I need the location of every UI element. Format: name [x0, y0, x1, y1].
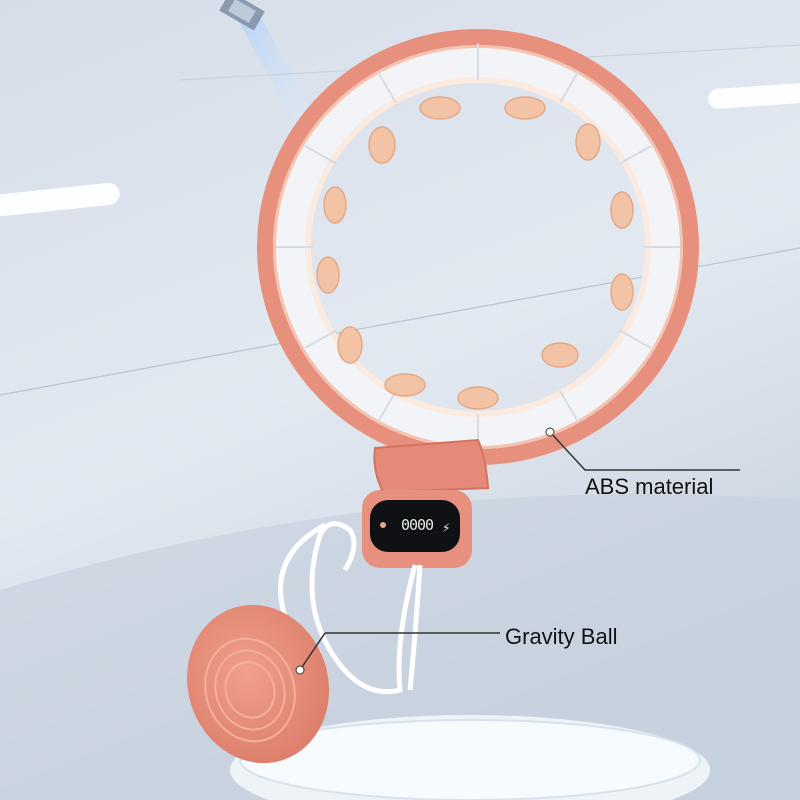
gravity-ball: [186, 604, 330, 764]
callout-abs-material: ABS material: [585, 474, 714, 499]
callout-dot-abs: [545, 427, 555, 437]
display-digits: 0000: [400, 516, 434, 534]
display-screen: [370, 500, 460, 552]
callout-line-abs: [549, 431, 740, 471]
callout-dot-ball: [295, 665, 305, 675]
rope: [309, 521, 418, 695]
display-button: [380, 522, 386, 528]
pedestal-top: [239, 719, 701, 800]
satellite-icon: [219, 0, 265, 31]
charge-icon: ⚡: [442, 521, 450, 535]
light-streak-left: [0, 182, 120, 217]
massage-nodes: [316, 96, 634, 410]
callout-line-ball: [299, 632, 326, 671]
gravity-ball-ring: [224, 661, 276, 719]
callout-gravity-ball: Gravity Ball: [505, 624, 618, 649]
light-streak-right: [708, 83, 800, 109]
gravity-ball-ring: [214, 649, 286, 731]
hoop-clasp: [373, 438, 490, 494]
hoop-segments: [276, 43, 680, 451]
gravity-ball-ring: [204, 637, 296, 743]
